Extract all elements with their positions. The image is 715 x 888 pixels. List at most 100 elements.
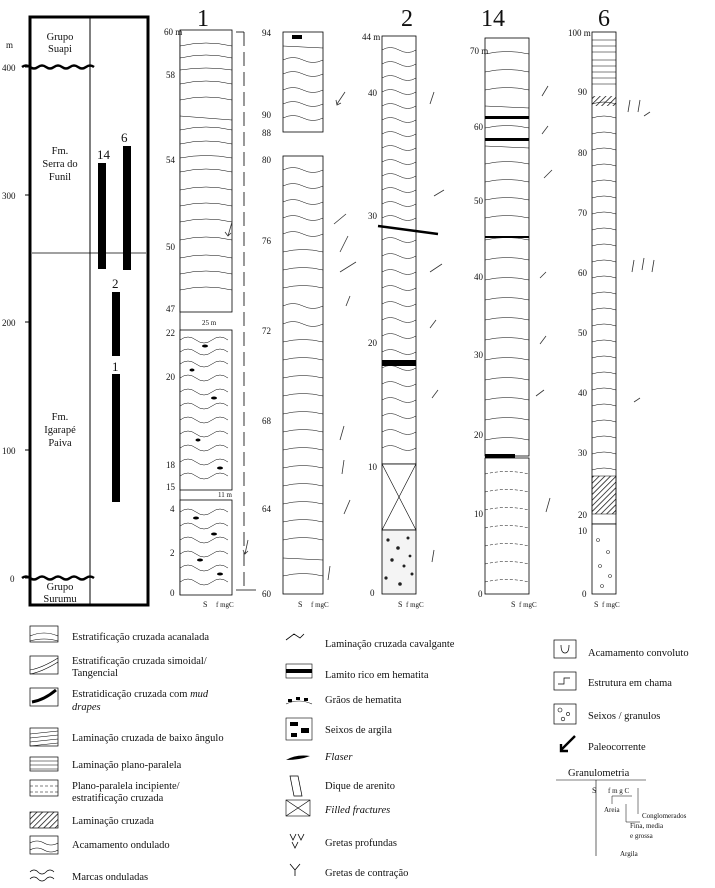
section-1-note-25m: 25 m bbox=[202, 319, 217, 327]
section-1-tick-1: 58 bbox=[166, 70, 176, 80]
wavy-bedding-icon bbox=[29, 840, 59, 853]
legend-paleocurrent: Paleocorrente bbox=[559, 735, 646, 753]
svg-text:Gretas de contração: Gretas de contração bbox=[325, 868, 408, 879]
svg-text:Estratificação cruzada acanala: Estratificação cruzada acanalada bbox=[72, 632, 209, 643]
section-6-tick-10: 0 bbox=[582, 589, 587, 599]
pebbles-icon bbox=[557, 707, 570, 722]
section-6-cross-lamination bbox=[591, 475, 617, 515]
svg-text:Flaser: Flaser bbox=[324, 752, 353, 763]
column-unit-label: m bbox=[6, 40, 13, 50]
section-1b-tick-2: 88 bbox=[262, 128, 272, 138]
paleocurrent-arrow-icon bbox=[335, 91, 346, 106]
legend-convolute: Acamamento convoluto bbox=[553, 639, 689, 659]
legend-climbing-ripple: Laminação cruzada cavalgante bbox=[285, 633, 455, 650]
paleocurrent-arrow-icon bbox=[543, 169, 553, 179]
stratigraphic-column: m 400 300 200 100 0 Grupo Suapi Fm. Serr… bbox=[2, 15, 150, 607]
section-1-tick-6: 20 bbox=[166, 372, 176, 382]
paleocurrent-arrow-icon bbox=[433, 189, 445, 197]
section-6-grain-s: S bbox=[594, 600, 598, 609]
paleocurrent-arrow-icon bbox=[341, 459, 345, 475]
section-1-grain-scale: f mgC bbox=[216, 601, 234, 609]
svg-text:Laminação plano-paralela: Laminação plano-paralela bbox=[72, 760, 182, 771]
section-1-bottom-pebbles bbox=[193, 516, 223, 576]
mud-clast bbox=[292, 35, 302, 39]
mud-drapes-icon bbox=[31, 688, 57, 704]
section-1-tick-4: 47 bbox=[166, 304, 176, 314]
section-1b-tick-4: 76 bbox=[262, 236, 272, 246]
section-14-hematite-band-4 bbox=[485, 454, 515, 458]
hematite-mudstone-icon bbox=[286, 669, 312, 673]
granulometry-areia: Areia bbox=[604, 806, 620, 814]
paleocurrent-arrow-icon bbox=[343, 499, 351, 515]
section-14-tick-1: 60 bbox=[474, 122, 484, 132]
svg-text:Acamamento ondulado: Acamamento ondulado bbox=[72, 840, 170, 851]
unit-funil-l3: Funil bbox=[49, 172, 71, 183]
legend-filled-fractures: Filled fractures bbox=[285, 799, 390, 817]
section-1-note-11m: 11 m bbox=[218, 491, 232, 499]
section-1b: 94 90 88 80 76 72 68 64 60 S f mgC bbox=[262, 28, 357, 609]
paleocurrent-arrow-icon bbox=[429, 319, 437, 329]
paleocurrent-arrow-icon bbox=[429, 263, 443, 273]
paleocurrent-arrow-icon bbox=[651, 259, 655, 273]
paleocurrent-arrow-icon bbox=[333, 213, 347, 225]
bar-label-6: 6 bbox=[121, 130, 128, 145]
section-14-tick-2: 50 bbox=[474, 196, 484, 206]
legend-flaser: Flaser bbox=[286, 752, 353, 763]
section-1-bottom-laminae bbox=[179, 508, 229, 586]
section-1-tick-3: 50 bbox=[166, 242, 176, 252]
section-2-tick-1: 40 bbox=[368, 88, 378, 98]
section-6-hatched-band bbox=[592, 96, 616, 106]
legend-ripple-marks: Marcas onduladas bbox=[29, 869, 148, 883]
svg-text:Estratificação cruzada simoida: Estratificação cruzada simoidal/ bbox=[72, 656, 207, 667]
svg-text:Laminação cruzada cavalgante: Laminação cruzada cavalgante bbox=[325, 639, 455, 650]
clay-pebbles-icon bbox=[290, 722, 309, 737]
paleocurrent-arrow-icon bbox=[339, 235, 349, 253]
section-14-tick-5: 20 bbox=[474, 430, 484, 440]
svg-text:Gretas profundas: Gretas profundas bbox=[325, 838, 397, 849]
unit-suapi-l1: Grupo bbox=[47, 32, 74, 43]
section-14-tick-4: 30 bbox=[474, 350, 484, 360]
column-tick-0: 0 bbox=[10, 574, 15, 584]
section-1b-tick-5: 72 bbox=[262, 326, 271, 336]
section-title-1: 1 bbox=[197, 6, 209, 32]
svg-text:Paleocorrente: Paleocorrente bbox=[588, 742, 646, 753]
legend-incipient: Plano-paralela incipiente/ estratificaçã… bbox=[29, 779, 180, 804]
legend-clay-pebbles: Seixos de argila bbox=[285, 717, 392, 741]
paleocurrent-arrow-icon bbox=[559, 735, 576, 753]
section-1b-block-main bbox=[282, 155, 324, 595]
legend-column-1: Estratificação cruzada acanalada Estrati… bbox=[29, 625, 224, 883]
column-tick-100: 100 bbox=[2, 446, 16, 456]
section-title-14: 14 bbox=[481, 6, 505, 32]
legend-contraction-cracks: Gretas de contração bbox=[289, 863, 408, 879]
section-1b-tick-1: 90 bbox=[262, 110, 272, 120]
unconformity-upper bbox=[21, 64, 95, 70]
svg-text:Estrutura em chama: Estrutura em chama bbox=[588, 678, 672, 689]
section-title-2: 2 bbox=[401, 6, 413, 32]
section-1: 60 m 58 54 50 47 22 20 18 15 4 2 0 25 m … bbox=[164, 27, 256, 609]
granulometry-grossa: e grossa bbox=[630, 832, 654, 840]
section-1b-block-top bbox=[282, 31, 324, 133]
section-1-tick-10: 2 bbox=[170, 548, 175, 558]
section-6-tick-0: 100 m bbox=[568, 28, 591, 38]
paleocurrent-arrow-icon bbox=[345, 295, 351, 307]
legend-column-3: Acamamento convoluto Estrutura em chama … bbox=[553, 639, 689, 858]
cross-lamination-icon bbox=[29, 811, 59, 829]
section-1b-tick-7: 64 bbox=[262, 504, 272, 514]
legend-hematite-mudstone: Lamito rico em hematita bbox=[285, 663, 429, 681]
legend-mud-drapes: Estratidicação cruzada com mud drapes bbox=[29, 687, 209, 713]
svg-text:Marcas onduladas: Marcas onduladas bbox=[72, 872, 148, 883]
granulometry-scale: f m g C bbox=[608, 787, 630, 795]
svg-text:estratificação cruzada: estratificação cruzada bbox=[72, 793, 164, 804]
flaser-icon bbox=[286, 755, 310, 760]
section-2-tick-4: 10 bbox=[368, 462, 378, 472]
section-1b-tick-0: 94 bbox=[262, 28, 272, 38]
paleocurrent-arrow-icon bbox=[541, 85, 549, 97]
section-1-tick-0: 60 m bbox=[164, 27, 182, 37]
section-14-grain-scale: f mgC bbox=[519, 601, 537, 609]
svg-text:Laminação cruzada de baixo âng: Laminação cruzada de baixo ângulo bbox=[72, 733, 224, 744]
section-bar-2 bbox=[112, 292, 120, 356]
section-14: 70 m 60 50 40 30 20 10 0 S f mgC bbox=[470, 37, 553, 609]
paleocurrent-arrow-icon bbox=[224, 221, 233, 237]
column-frame bbox=[28, 15, 150, 607]
paleocurrent-arrow-icon bbox=[627, 99, 631, 113]
